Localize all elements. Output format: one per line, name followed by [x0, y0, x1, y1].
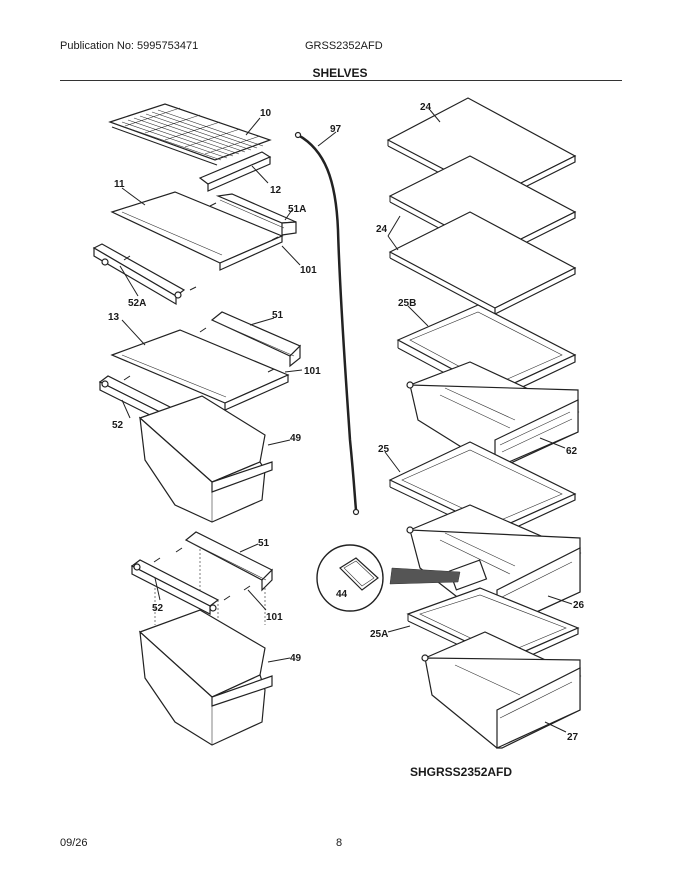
section-title: SHELVES	[312, 66, 368, 80]
callout-101-lower: 101	[266, 612, 283, 623]
callout-10: 10	[260, 108, 272, 119]
bin-part-49-lower[interactable]	[138, 609, 273, 746]
crisper-drawer-part-27[interactable]	[421, 631, 582, 749]
screw-icon	[123, 202, 279, 291]
shelf-rail-part-51-lower[interactable]	[184, 531, 274, 592]
footer-date: 09/26	[60, 837, 88, 849]
callout-25A: 25A	[370, 629, 388, 640]
callout-24-lower: 24	[376, 224, 388, 235]
callout-52-upper: 52	[112, 420, 124, 431]
tube-part-97[interactable]	[294, 131, 360, 516]
callout-52A: 52A	[128, 298, 146, 309]
wire-shelf-part-10[interactable]	[108, 103, 272, 166]
callout-52-lower: 52	[152, 603, 164, 614]
screw-icon	[153, 547, 251, 601]
callout-101-middle: 101	[304, 366, 321, 377]
callout-97: 97	[330, 124, 342, 135]
callout-62: 62	[566, 446, 578, 457]
publication-number: Publication No: 5995753471	[60, 40, 199, 52]
callout-49-lower: 49	[290, 653, 302, 664]
drawing-code: SHGRSS2352AFD	[410, 765, 513, 779]
callout-24-top: 24	[420, 102, 432, 113]
detail-callout-part-44[interactable]	[316, 544, 461, 612]
glass-shelf-part-24-lower[interactable]	[388, 211, 577, 315]
callout-26: 26	[573, 600, 585, 611]
leader-lines	[119, 109, 573, 733]
glass-shelf-part-11[interactable]	[110, 191, 284, 271]
bin-part-49-upper[interactable]	[138, 395, 273, 523]
shelf-rail-part-51A[interactable]	[215, 193, 297, 236]
callout-25: 25	[378, 444, 390, 455]
glass-shelf-part-13[interactable]	[110, 329, 290, 411]
callout-49-upper: 49	[290, 433, 302, 444]
shelf-rail-part-52A[interactable]	[92, 243, 186, 306]
callout-51A: 51A	[288, 204, 306, 215]
page-number: 8	[336, 837, 343, 849]
shelf-rail-part-51-upper[interactable]	[210, 311, 302, 368]
callout-27: 27	[567, 732, 579, 743]
callout-11: 11	[114, 179, 125, 190]
shelf-rail-part-52-lower[interactable]	[130, 559, 220, 615]
shelf-support-part-12[interactable]	[198, 151, 272, 192]
callout-51-upper: 51	[272, 310, 284, 321]
crisper-drawer-part-26[interactable]	[406, 504, 582, 631]
model-number: GRSS2352AFD	[305, 40, 383, 52]
crisper-drawer-part-62[interactable]	[406, 361, 580, 469]
callout-51-lower: 51	[258, 538, 270, 549]
callout-25B: 25B	[398, 298, 416, 309]
header-rule	[60, 80, 622, 81]
callout-44: 44	[336, 589, 348, 600]
callout-13: 13	[108, 312, 120, 323]
callout-12: 12	[270, 185, 282, 196]
callout-101-upper: 101	[300, 265, 317, 276]
